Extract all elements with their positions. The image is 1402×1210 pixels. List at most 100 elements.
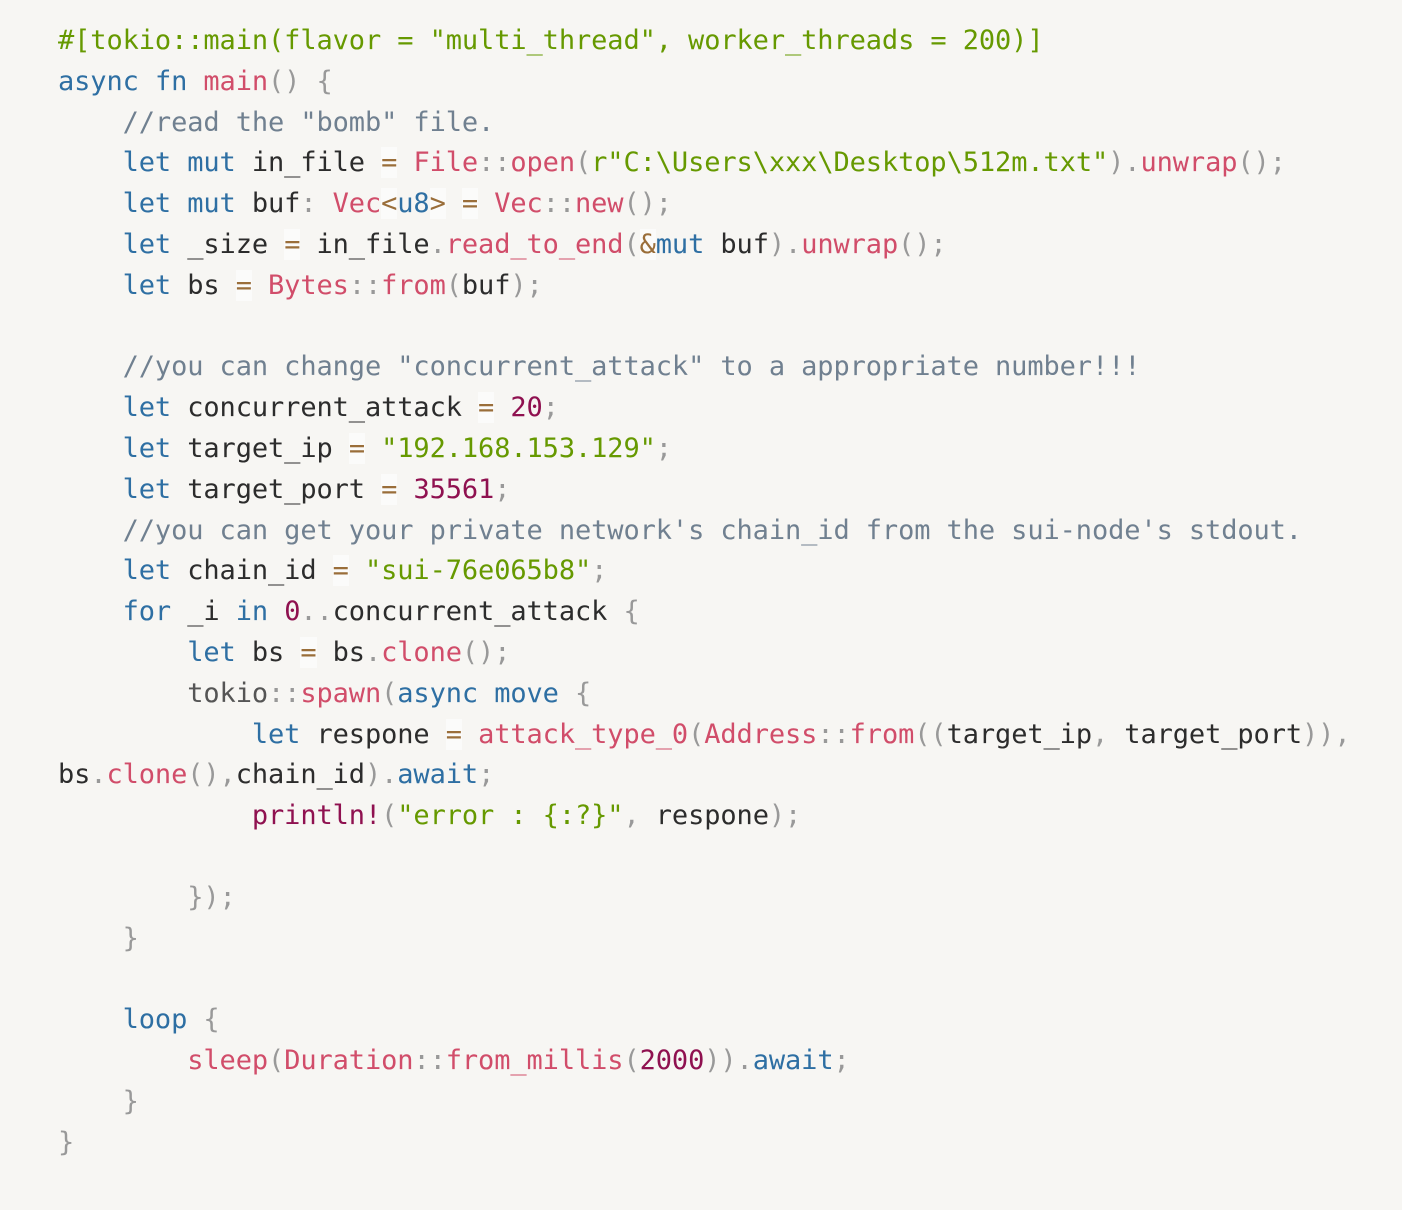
token-operator: = <box>300 636 317 668</box>
token-identifier <box>58 1045 187 1076</box>
token-identifier: respone <box>300 718 446 750</box>
token-punctuation: ). <box>768 228 802 260</box>
token-function-name: Vec <box>332 188 382 220</box>
token-punctuation: ); <box>510 269 543 301</box>
token-identifier <box>58 270 123 301</box>
token-identifier <box>58 800 252 831</box>
token-comment: //you can change "concurrent_attack" to … <box>122 351 1141 383</box>
token-function-name: read_to_end <box>445 228 624 260</box>
code-line: } <box>58 919 1402 960</box>
token-identifier <box>58 188 123 219</box>
token-keyword: let <box>122 432 172 464</box>
token-identifier <box>58 1004 123 1035</box>
token-identifier: target_ip <box>946 718 1093 750</box>
token-punctuation: :: <box>413 1044 446 1076</box>
token-identifier <box>58 474 123 505</box>
token-attribute: #[tokio::main(flavor = "multi_thread", w… <box>58 25 1044 56</box>
token-punctuation: ; <box>655 432 672 464</box>
code-line: let mut buf: Vec<u8> = Vec::new(); <box>58 184 1402 225</box>
token-identifier <box>365 433 381 464</box>
token-function-name: open <box>510 147 575 179</box>
token-identifier <box>58 637 187 668</box>
token-punctuation: . <box>429 228 446 260</box>
token-identifier <box>58 392 123 423</box>
token-punctuation: .. <box>300 596 333 628</box>
token-operator: & <box>639 228 656 260</box>
token-punctuation: (( <box>914 718 947 750</box>
token-punctuation: } <box>122 1085 139 1117</box>
token-identifier: chain_id <box>235 759 365 791</box>
token-identifier <box>559 678 575 709</box>
token-function-name: sleep <box>187 1044 269 1076</box>
token-function-name: Address <box>704 718 818 750</box>
token-keyword: let <box>251 718 301 750</box>
token-identifier: _size <box>171 228 285 260</box>
token-operator: = <box>461 188 479 220</box>
token-punctuation: . <box>364 636 382 668</box>
token-identifier: buf <box>704 228 769 260</box>
token-identifier: tokio <box>187 677 269 709</box>
token-operator: = <box>445 718 462 750</box>
code-line: #[tokio::main(flavor = "multi_thread", w… <box>58 21 1402 62</box>
code-line <box>58 959 1402 1000</box>
token-keyword: let <box>122 269 172 301</box>
token-string-literal: r"C:\Users\xxx\Desktop\512m.txt" <box>591 147 1109 179</box>
code-line: let concurrent_attack = 20; <box>58 388 1402 429</box>
token-identifier: buf <box>235 188 301 220</box>
token-keyword: loop <box>122 1004 188 1036</box>
token-punctuation: (); <box>623 188 672 220</box>
token-punctuation: ( <box>623 1044 640 1076</box>
token-function-name: unwrap <box>1140 147 1238 179</box>
code-line: } <box>58 1082 1402 1123</box>
token-keyword: let <box>122 147 172 179</box>
token-punctuation: { <box>316 65 333 97</box>
token-identifier <box>58 107 123 138</box>
token-identifier: respone <box>639 800 769 832</box>
token-identifier <box>58 678 187 709</box>
token-identifier <box>187 1004 203 1035</box>
token-identifier: target_ip <box>171 432 349 464</box>
token-identifier <box>58 882 187 913</box>
token-function-name: from <box>849 718 915 750</box>
token-identifier <box>58 147 123 178</box>
token-operator: = <box>381 473 398 505</box>
token-function-name: attack_type_0 <box>478 718 689 750</box>
token-punctuation: { <box>203 1004 220 1036</box>
token-identifier <box>397 474 413 505</box>
token-keyword: mut <box>187 147 236 179</box>
token-keyword: let <box>122 473 172 505</box>
token-punctuation: ); <box>768 800 802 832</box>
token-operator: = <box>478 392 495 424</box>
code-line: sleep(Duration::from_millis(2000)).await… <box>58 1041 1402 1082</box>
token-identifier <box>494 392 510 423</box>
token-number-literal: 35561 <box>413 473 495 505</box>
token-punctuation: , <box>623 800 640 832</box>
token-keyword: let <box>122 228 172 260</box>
token-punctuation: ( <box>688 718 705 750</box>
token-identifier: chain_id <box>171 555 333 587</box>
token-function-name: clone <box>106 759 188 791</box>
token-operator: = <box>332 555 349 587</box>
token-identifier <box>462 719 478 750</box>
token-function-name: Duration <box>284 1044 414 1076</box>
code-line: async fn main() { <box>58 62 1402 103</box>
code-block: #[tokio::main(flavor = "multi_thread", w… <box>58 21 1402 1158</box>
token-function-name: Vec <box>494 188 543 220</box>
code-line: //read the "bomb" file. <box>58 103 1402 144</box>
token-keyword: await <box>752 1044 834 1076</box>
code-line: let chain_id = "sui-76e065b8"; <box>58 551 1402 592</box>
token-punctuation: :: <box>478 147 511 179</box>
token-identifier <box>187 66 203 97</box>
token-identifier <box>446 188 462 219</box>
token-identifier <box>478 188 494 219</box>
token-operator: = <box>235 269 252 301</box>
token-punctuation: :: <box>268 677 301 709</box>
token-operator: = <box>348 432 365 464</box>
token-punctuation: ). <box>364 759 398 791</box>
code-line: loop { <box>58 1000 1402 1041</box>
token-comment: //you can get your private network's cha… <box>122 514 1302 546</box>
token-punctuation: ( <box>268 1044 285 1076</box>
token-punctuation: ( <box>623 228 640 260</box>
token-identifier <box>397 147 413 178</box>
code-line: bs.clone(),chain_id).await; <box>58 755 1402 796</box>
